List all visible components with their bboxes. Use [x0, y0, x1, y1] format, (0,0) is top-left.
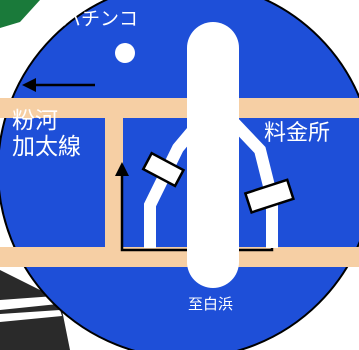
road-connector: [105, 98, 123, 267]
west-arrow-head: [22, 78, 36, 92]
landmark-label: パチンコ: [62, 8, 139, 30]
road-south: [0, 247, 359, 267]
toll-booth-west: [141, 151, 186, 188]
west-destination-label: 粉河 加太線: [12, 108, 81, 160]
toll-gate-label: 料金所: [264, 121, 331, 146]
road-north: [0, 98, 359, 118]
white-stripe: [0, 296, 58, 310]
green-corner: [0, 0, 40, 28]
expressway: [187, 22, 239, 288]
south-destination-label: 至白浜: [188, 295, 234, 313]
dark-corner: [0, 270, 70, 350]
pachinko-marker: [115, 43, 135, 63]
toll-booth-east: [243, 178, 295, 214]
route-arrow-head: [115, 162, 129, 176]
white-stripe-2: [0, 310, 62, 322]
ramp-east: [217, 105, 278, 248]
